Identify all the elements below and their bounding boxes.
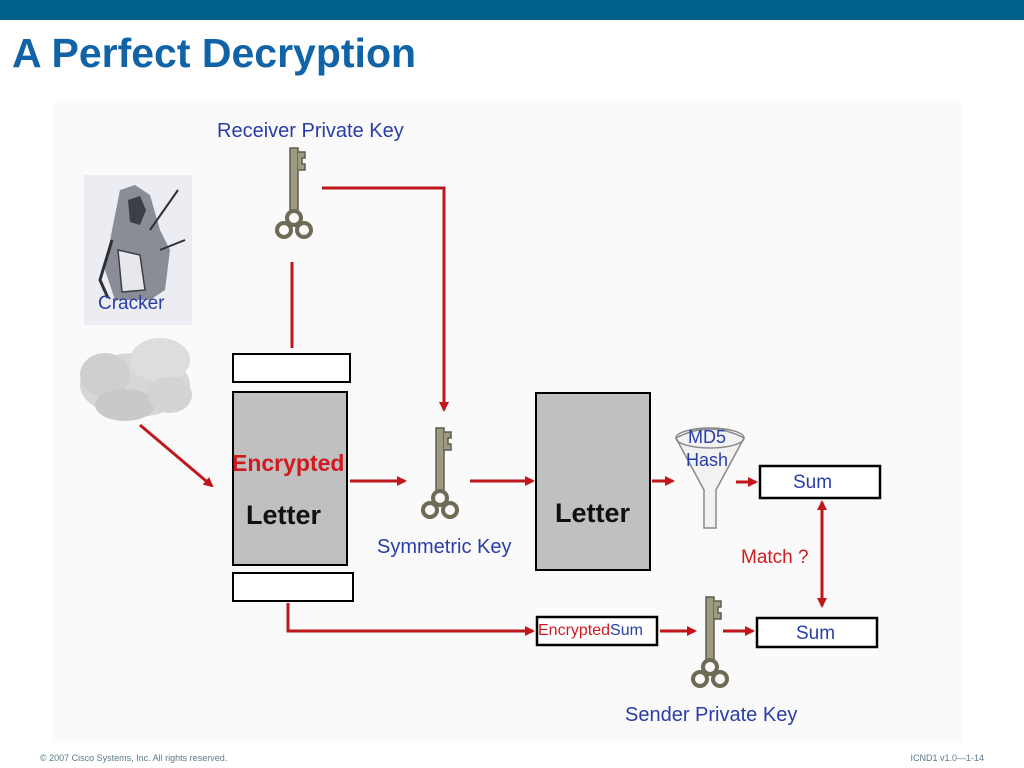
encrypted-letter-footer-box bbox=[232, 572, 354, 602]
encrypted-letter-word: Letter bbox=[246, 500, 322, 530]
decrypted-letter-word: Letter bbox=[555, 498, 631, 528]
sum-bottom-box bbox=[755, 616, 879, 649]
hash-label: Hash bbox=[686, 450, 729, 470]
encrypted-sum-prefix: Encrypted bbox=[538, 622, 611, 639]
md5-label: MD5 bbox=[688, 427, 727, 447]
encrypted-sum-box bbox=[535, 615, 659, 647]
header-bar bbox=[0, 0, 1024, 20]
slide-number-footer: ICND1 v1.0—1-14 bbox=[910, 753, 984, 763]
receiver-key-icon bbox=[275, 146, 313, 239]
cracker-image bbox=[84, 175, 192, 325]
encrypted-sum-label: EncryptedSum bbox=[538, 622, 643, 640]
symmetric-key-label: Symmetric Key bbox=[377, 536, 512, 558]
sum-bottom-label: Sum bbox=[796, 623, 836, 644]
sum-top-label: Sum bbox=[793, 472, 833, 493]
decrypted-letter-box bbox=[535, 392, 651, 571]
funnel-icon bbox=[674, 427, 746, 529]
cloud-icon bbox=[80, 338, 192, 421]
encrypted-letter-box bbox=[232, 391, 348, 566]
flow-arrows bbox=[139, 186, 827, 636]
cracker-label: Cracker bbox=[98, 293, 165, 314]
slide-title: A Perfect Decryption bbox=[12, 30, 417, 76]
match-label: Match ? bbox=[741, 547, 809, 568]
encrypted-sum-suffix: Sum bbox=[610, 622, 643, 639]
copyright-footer: © 2007 Cisco Systems, Inc. All rights re… bbox=[40, 753, 228, 763]
sum-top-box bbox=[758, 464, 882, 500]
encrypted-word: Encrypted bbox=[232, 450, 345, 476]
encrypted-letter-header-box bbox=[232, 353, 351, 383]
sender-key-icon bbox=[691, 595, 729, 688]
symmetric-key-icon bbox=[421, 426, 459, 519]
receiver-key-label: Receiver Private Key bbox=[217, 120, 404, 142]
sender-key-label: Sender Private Key bbox=[625, 704, 798, 726]
